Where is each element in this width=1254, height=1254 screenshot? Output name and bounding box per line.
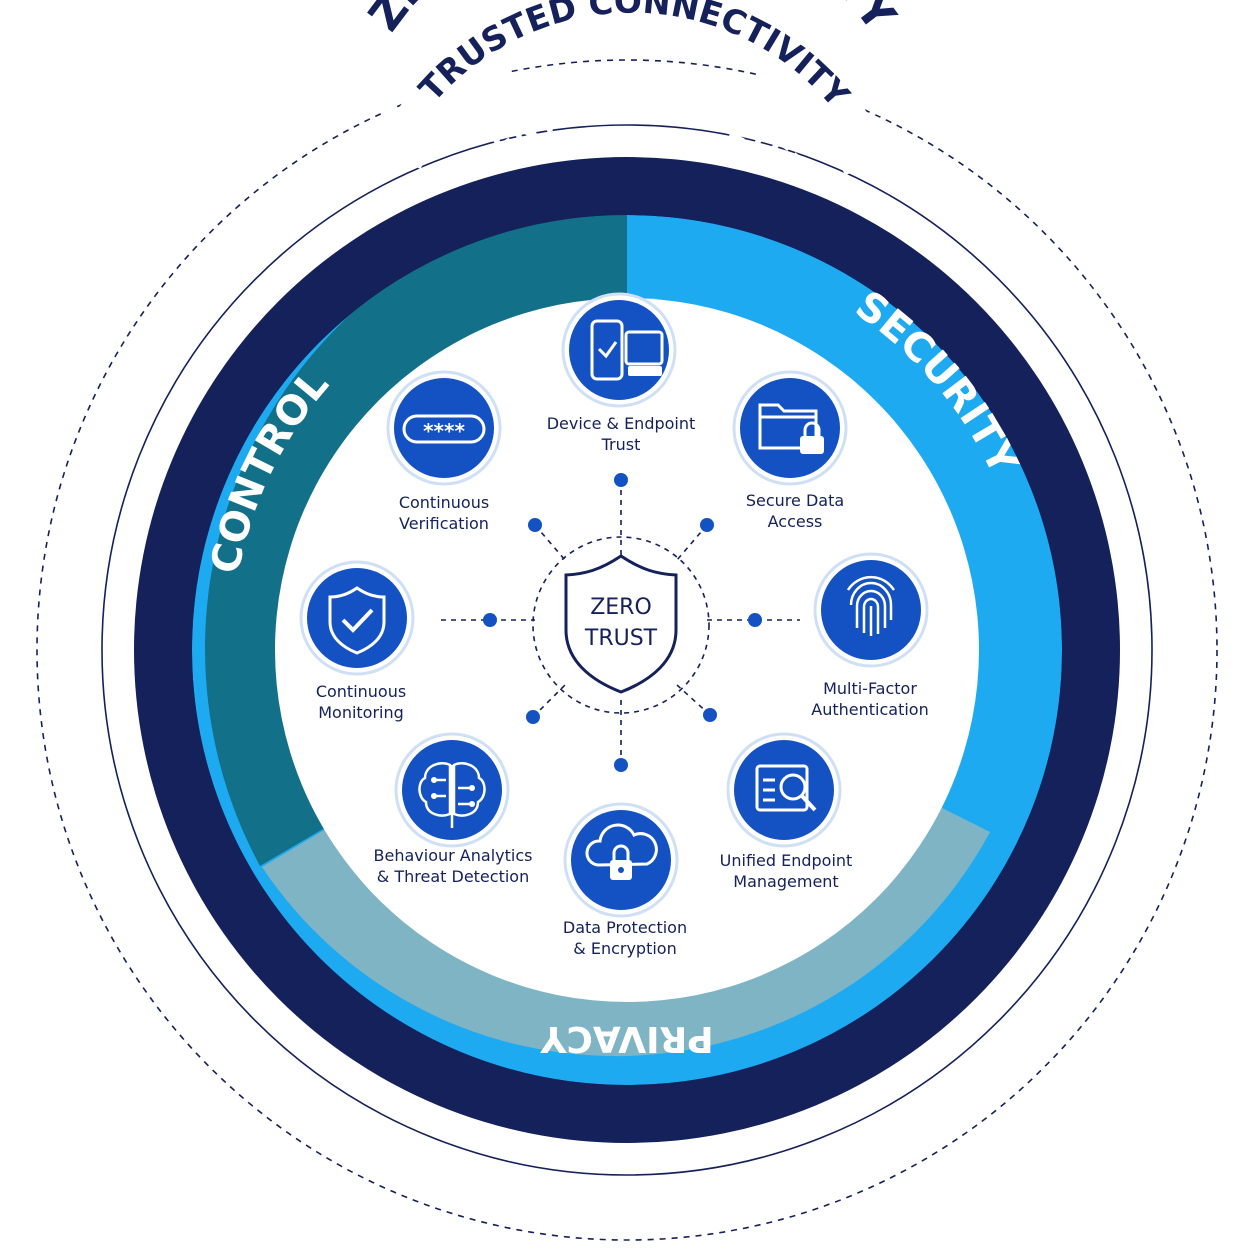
shield-check-icon <box>299 560 415 676</box>
password-icon: **** <box>386 370 502 486</box>
monitoring-label: Continuous Monitoring <box>315 682 407 722</box>
fingerprint-icon <box>813 552 929 668</box>
connector-nodes <box>483 473 762 772</box>
center-line2: TRUST <box>584 626 658 651</box>
outer-dashed-ring <box>36 59 1218 1241</box>
endpoint-management-icon <box>726 732 842 848</box>
device-endpoint-icon <box>561 292 677 408</box>
data-protection-label: Data Protection & Encryption <box>562 918 688 958</box>
behaviour-label: Behaviour Analytics & Threat Detection <box>373 846 533 886</box>
trusted-connectivity-ring <box>101 124 1153 1176</box>
connector-network <box>441 480 800 765</box>
brain-analytics-icon <box>394 732 510 848</box>
secure-data-label: Secure Data Access <box>745 491 845 531</box>
zero-trust-shield-icon: ZERO TRUST <box>564 554 678 694</box>
device-endpoint-label: Device & Endpoint Trust <box>546 414 696 454</box>
cloud-lock-icon <box>563 802 679 918</box>
svg-text:****: **** <box>423 419 465 443</box>
verification-label: Continuous Verification <box>398 493 490 533</box>
center-line1: ZERO <box>590 595 652 620</box>
privacy-label: PRIVACY <box>539 1018 713 1059</box>
mfa-label: Multi-Factor Authentication <box>811 679 929 719</box>
secure-data-icon <box>732 370 848 486</box>
uem-label: Unified Endpoint Management <box>719 851 853 891</box>
